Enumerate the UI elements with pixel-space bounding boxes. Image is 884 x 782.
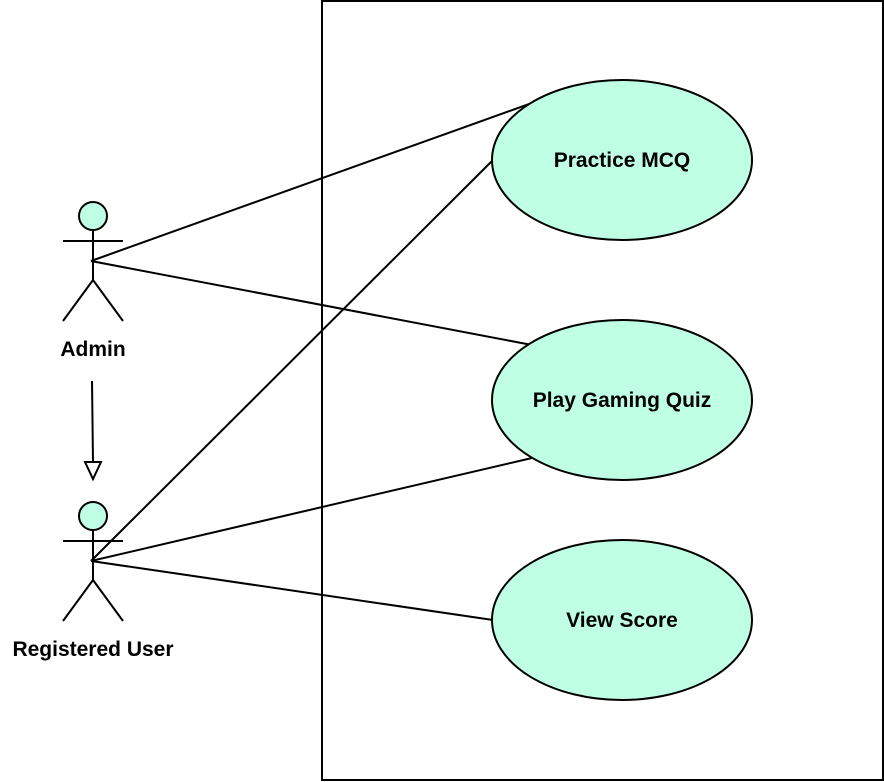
actor-left-leg [62,279,94,322]
use-case-ellipse [491,539,753,701]
association-user-view-score [90,560,494,621]
generalization-admin-registered-user [83,380,103,482]
association-admin-play-gaming-quiz [90,260,533,346]
generalization-line [91,380,94,463]
association-user-practice-mcq [90,159,494,562]
association-admin-practice-mcq [90,102,533,262]
actor-left-leg [62,579,94,622]
actor-head [78,201,108,231]
actor-head [78,501,108,531]
actor-right-leg [92,279,124,322]
use-case-label: Practice MCQ [554,149,691,172]
actor-right-leg [92,579,124,622]
actor-label-registered-user: Registered User [12,638,173,661]
actor-admin[interactable] [62,201,124,322]
use-case-ellipse [491,79,753,241]
association-user-play-gaming-quiz [90,457,533,562]
use-case-view-score[interactable]: View Score [491,539,753,701]
generalization-arrowhead [83,461,103,482]
actor-label-admin: Admin [60,338,125,361]
use-case-practice-mcq[interactable]: Practice MCQ [491,79,753,241]
use-case-play-gaming-quiz[interactable]: Play Gaming Quiz [491,319,753,481]
use-case-label: Play Gaming Quiz [533,389,712,412]
use-case-label: View Score [566,609,678,632]
actor-registered-user[interactable] [62,501,124,622]
system-boundary [321,0,884,781]
use-case-ellipse [491,319,753,481]
associations [90,102,533,621]
